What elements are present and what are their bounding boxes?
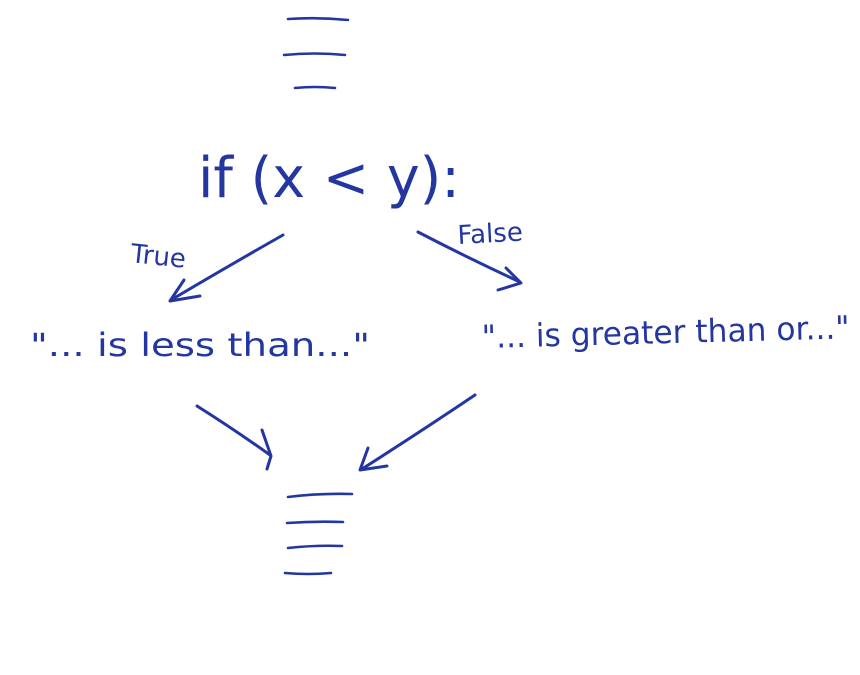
code-line [283, 571, 333, 576]
merge-arrow-right [358, 393, 477, 472]
code-line [285, 520, 345, 525]
false-arrow [416, 230, 523, 292]
false-branch-text: "... is greater than or..." [481, 308, 850, 356]
arrow-shaft [195, 404, 272, 457]
true-label: True [128, 239, 187, 275]
code-line [293, 85, 337, 90]
true-branch-text: "... is less than..." [30, 326, 370, 364]
code-line [286, 544, 344, 550]
arrow-head [358, 446, 389, 472]
arrow-head [168, 278, 202, 303]
arrow-head [260, 428, 273, 471]
true-arrow [168, 233, 285, 303]
code-line [282, 52, 347, 57]
arrow-head [496, 266, 523, 292]
arrow-shaft [169, 233, 285, 302]
merge-arrow-left [195, 404, 273, 471]
arrow-shaft [360, 393, 477, 471]
code-line [286, 16, 350, 22]
code-line [286, 492, 354, 499]
arrow-shaft [416, 230, 522, 284]
code-block-bottom [283, 492, 354, 576]
condition-text: if (x < y): [198, 146, 460, 211]
code-block-top [282, 16, 350, 90]
false-label: False [457, 218, 524, 251]
